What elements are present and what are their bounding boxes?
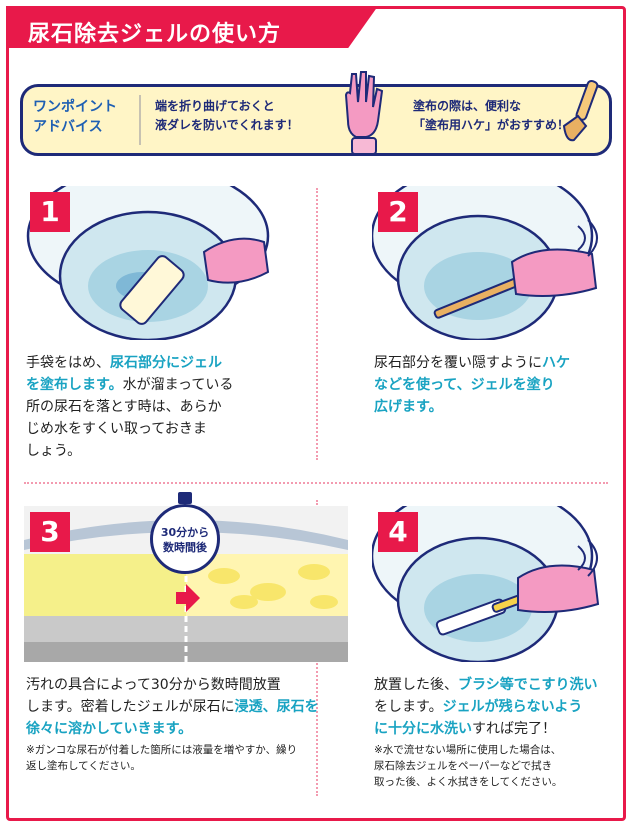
step1-line3: 所の尿石を落とす時は、あらか	[26, 399, 222, 415]
advice-heading: ワンポイント アドバイス	[33, 97, 117, 137]
step4-note-line2: 尿石除去ジェルをペーパーなどで拭き	[374, 760, 553, 772]
step1-highlight-b: を塗布します。	[26, 377, 123, 393]
divider-horizontal	[24, 482, 608, 484]
step4-text-a: 放置した後、	[374, 677, 458, 693]
advice-heading-line1: ワンポイント	[33, 99, 117, 115]
step3-line2: します。密着したジェルが尿石に浸透、尿石を	[26, 696, 360, 718]
divider-vertical-top	[316, 188, 318, 460]
step1-line4: じめ水をすくい取っておきま	[26, 421, 207, 437]
step3-text: 汚れの具合によって30分から数時間放置 します。密着したジェルが尿石に浸透、尿石…	[26, 674, 360, 740]
advice-tip-brush: 塗布の際は、便利な 「塗布用ハケ」がおすすめ！	[413, 97, 569, 135]
advice-divider	[139, 95, 141, 145]
step1-highlight-a: 尿石部分にジェル	[110, 355, 222, 371]
step2-line1: 尿石部分を覆い隠すようにハケ	[374, 352, 610, 374]
timer-knob	[178, 492, 192, 504]
step1-text-b: 水が溜まっている	[122, 377, 234, 393]
step4-note-line3: 取った後、よく水拭きをしてください。	[374, 776, 563, 788]
step1-line5: しょう。	[26, 443, 82, 459]
step3-note-line1: ※ガンコな尿石が付着した箇所には液量を増やすか、繰り	[26, 744, 298, 756]
step4-note: ※水で流せない場所に使用した場合は、 尿石除去ジェルをペーパーなどで拭き 取った…	[374, 742, 610, 790]
page-title: 尿石除去ジェルの使い方	[28, 22, 282, 47]
step4-line3: に十分に水洗いすれば完了！	[374, 718, 610, 740]
step3-note-line2: 返し塗布してください。	[26, 760, 141, 772]
step4-note-line1: ※水で流せない場所に使用した場合は、	[374, 744, 562, 756]
step4-text-b: をします。	[374, 699, 443, 715]
step3-highlight-a: 浸透、尿石を	[234, 699, 319, 715]
step4-number: 4	[378, 512, 418, 552]
step4-line1: 放置した後、ブラシ等でこすり洗い	[374, 674, 610, 696]
title-bar: 尿石除去ジェルの使い方	[6, 6, 378, 48]
step2-text-a: 尿石部分を覆い隠すように	[374, 355, 542, 371]
advice-tip-fold: 端を折り曲げておくと 液ダレを防いでくれます！	[155, 97, 299, 135]
paint-brush-icon	[562, 79, 599, 142]
step4-highlight-c: に十分に水洗い	[374, 721, 472, 737]
step3-text-a: します。密着したジェルが尿石に	[26, 699, 235, 715]
step4-highlight-a: ブラシ等でこすり洗い	[458, 677, 598, 693]
step1-text: 手袋をはめ、尿石部分にジェル を塗布します。水が溜まっている 所の尿石を落とす時…	[26, 352, 296, 462]
tip-fold-line1: 端を折り曲げておくと	[155, 99, 275, 113]
step2-highlight-a: ハケ	[542, 355, 570, 371]
step1-line1: 手袋をはめ、尿石部分にジェル	[26, 352, 296, 374]
step1-text-a: 手袋をはめ、	[26, 355, 110, 371]
step4-text: 放置した後、ブラシ等でこすり洗い をします。ジェルが残らないよう に十分に水洗い…	[374, 674, 610, 740]
step2-line3: 広げます。	[374, 399, 443, 415]
step1-line2: を塗布します。水が溜まっている	[26, 374, 296, 396]
step2-number: 2	[378, 192, 418, 232]
step3-note: ※ガンコな尿石が付着した箇所には液量を増やすか、繰り 返し塗布してください。	[26, 742, 360, 774]
advice-box: ワンポイント アドバイス 端を折り曲げておくと 液ダレを防いでくれます！ 塗布の…	[20, 84, 612, 156]
timer-badge-line2: 数時間後	[163, 541, 207, 554]
tip-brush-line2: 「塗布用ハケ」がおすすめ！	[413, 118, 570, 132]
step4-line2: をします。ジェルが残らないよう	[374, 696, 610, 718]
step1-number: 1	[30, 192, 70, 232]
step3-number: 3	[30, 512, 70, 552]
glove-icon	[344, 71, 384, 155]
step3-line1: 汚れの具合によって30分から数時間放置	[26, 677, 281, 693]
step4-illustration	[372, 506, 608, 662]
step2-illustration	[372, 186, 608, 340]
step4-highlight-b: ジェルが残らないよう	[442, 699, 583, 715]
step2-text: 尿石部分を覆い隠すようにハケ などを使って、ジェルを塗り 広げます。	[374, 352, 610, 418]
step2-line2: などを使って、ジェルを塗り	[374, 377, 555, 393]
advice-heading-line2: アドバイス	[33, 119, 103, 135]
tip-brush-line1: 塗布の際は、便利な	[413, 99, 522, 113]
step1-illustration	[24, 186, 272, 340]
tip-fold-line2: 液ダレを防いでくれます！	[155, 118, 299, 132]
step4-text-c: すれば完了！	[472, 721, 556, 737]
step3-line3: 徐々に溶かしていきます。	[26, 721, 193, 737]
timer-badge-line1: 30分から	[160, 526, 210, 539]
timer-badge: 30分から 数時間後	[150, 504, 220, 574]
